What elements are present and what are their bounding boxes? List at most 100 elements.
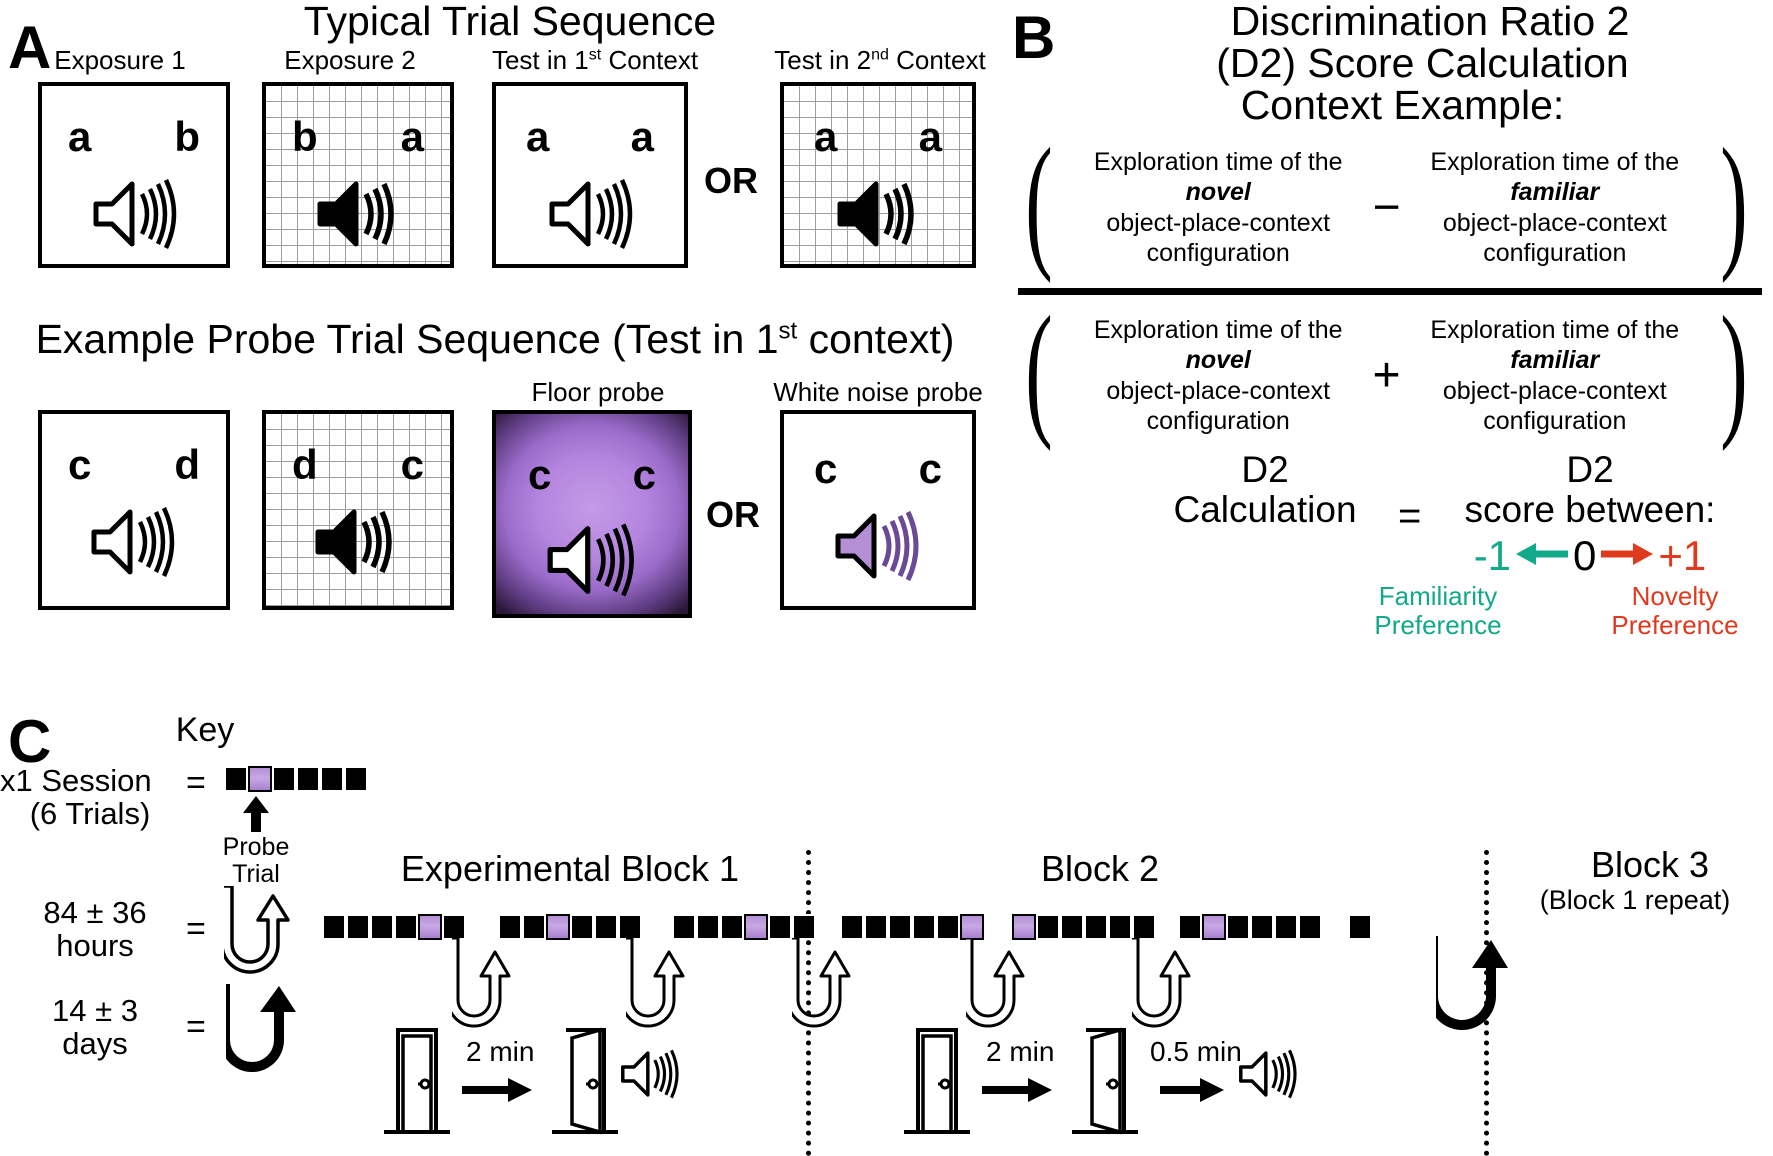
- right-arrow-icon-b2-b: [1160, 1078, 1224, 1107]
- session-row-b2-s2: [1012, 914, 1156, 940]
- d2-score-line1: D2: [1566, 449, 1614, 490]
- object-label-left: a: [526, 113, 550, 160]
- caption-sup: st: [588, 46, 602, 64]
- trial-square: [522, 914, 546, 940]
- arena-caption-test-second-context: Test in 2nd Context: [755, 46, 1005, 75]
- novelty-line1: Novelty: [1631, 581, 1719, 611]
- or-label-top: OR: [704, 160, 758, 201]
- panel-b-title-line3: Context Example:: [1240, 82, 1565, 128]
- right-arrow-icon-b1: [462, 1078, 532, 1107]
- d2-scale-mid: 0: [1573, 532, 1597, 579]
- panel-a-letter: A: [8, 14, 51, 81]
- key-session-line2: (6 Trials): [29, 796, 151, 832]
- or-label-bottom: OR: [706, 494, 760, 535]
- caption-text-pre: Test in 1: [491, 45, 589, 75]
- probe-trial-caption: Probe Trial: [196, 834, 316, 888]
- block-label-1: Experimental Block 1: [400, 848, 740, 889]
- trial-square: [296, 766, 320, 792]
- speaker-filled-icon: [314, 506, 406, 583]
- speaker-outline-icon-b1: [620, 1048, 684, 1105]
- probe-caption-line1: Probe: [222, 833, 290, 861]
- key-label-days: 14 ± 3 days: [20, 994, 170, 1061]
- u-turn-outline-icon-1: [446, 936, 518, 1039]
- trial-square: [344, 766, 368, 792]
- trial-square: [272, 766, 296, 792]
- key-label-session: x1 Session (6 Trials): [0, 764, 180, 831]
- numerator-right-term: Exploration time of the familiar object-…: [1405, 147, 1705, 269]
- subtitle-sup: st: [778, 317, 798, 345]
- trial-square: [1298, 914, 1322, 940]
- u-turn-outline-icon: [220, 884, 294, 981]
- arena-probe-exposure-1: c d: [38, 410, 230, 610]
- term-line-1: Exploration time of the: [1430, 315, 1680, 344]
- object-label-left: d: [292, 441, 318, 488]
- d2-scale-row: -1 0 +1: [1440, 535, 1740, 577]
- term-line-2-emph: novel: [1185, 346, 1251, 374]
- term-line-1: Exploration time of the: [1093, 147, 1343, 176]
- trial-square: [912, 914, 936, 940]
- trial-square: [1274, 914, 1298, 940]
- object-label-right: c: [632, 451, 656, 498]
- panel-a-title: Typical Trial Sequence: [303, 0, 717, 44]
- arena-test-first-context: a a: [492, 82, 688, 268]
- arena-probe-exposure-2: d c: [262, 410, 454, 610]
- session-row-b1-s2: [498, 914, 642, 940]
- object-label-right: b: [174, 113, 200, 160]
- trial-square-probe: [1202, 914, 1226, 940]
- block-label-2: Block 2: [1040, 848, 1160, 889]
- trial-square: [1132, 914, 1156, 940]
- novelty-preference-label: Novelty Preference: [1580, 581, 1770, 641]
- trial-square: [594, 914, 618, 940]
- block-label-3: Block 3: [1590, 844, 1710, 885]
- trial-square-probe: [1012, 914, 1036, 940]
- object-label-left: c: [814, 445, 838, 492]
- trial-square: [1060, 914, 1084, 940]
- trial-square: [370, 914, 394, 940]
- term-line-3: object-place-context: [1106, 376, 1331, 405]
- probe-caption-line2: Trial: [232, 860, 280, 888]
- caption-text-post: Context: [601, 45, 699, 75]
- door-open-icon-b2: [1068, 1024, 1142, 1141]
- timing-label-b2-b: 0.5 min: [1150, 1036, 1242, 1067]
- session-row-b2-s1: [840, 914, 984, 940]
- session-six-trials-icon: [224, 766, 368, 792]
- speaker-filled-icon: [316, 178, 408, 255]
- speaker-outline-icon: [90, 506, 182, 583]
- object-label-left: b: [292, 113, 318, 160]
- d2-scale-max: +1: [1658, 532, 1707, 579]
- session-row-b1-s1: [322, 914, 466, 940]
- object-label-left: a: [814, 113, 838, 160]
- key-equals-session: =: [186, 764, 206, 802]
- object-label-right: d: [174, 441, 200, 488]
- trial-square: [696, 914, 720, 940]
- object-label-left: c: [528, 451, 552, 498]
- open-paren-denominator: (: [1025, 285, 1053, 452]
- trial-square: [1226, 914, 1250, 940]
- key-label-hours: 84 ± 36 hours: [20, 896, 170, 963]
- trial-square-probe: [546, 914, 570, 940]
- key-hours-line1: 84 ± 36: [43, 895, 147, 930]
- term-line-3: object-place-context: [1442, 376, 1667, 405]
- numerator-operator: −: [1372, 180, 1401, 234]
- d2-calc-line1: D2: [1241, 449, 1289, 490]
- timing-label-b2-a: 2 min: [986, 1036, 1055, 1067]
- term-line-2-emph: familiar: [1510, 178, 1600, 206]
- object-label-right: c: [918, 445, 942, 492]
- familiarity-line1: Familiarity: [1378, 581, 1498, 611]
- term-line-3: object-place-context: [1106, 208, 1331, 237]
- object-label-right: a: [918, 113, 942, 160]
- door-closed-icon-b1: [380, 1024, 454, 1141]
- arena-white-noise-probe: c c: [780, 410, 976, 610]
- novelty-line2: Preference: [1611, 610, 1739, 641]
- door-closed-icon-b2: [900, 1024, 974, 1141]
- trial-square: [1084, 914, 1108, 940]
- up-arrow-icon: [240, 796, 272, 837]
- key-days-line1: 14 ± 3: [52, 993, 138, 1028]
- term-line-2-emph: familiar: [1510, 346, 1600, 374]
- speaker-purple-icon: [834, 510, 926, 587]
- d2-numerator: ( Exploration time of the novel object-p…: [1014, 126, 1759, 276]
- trial-square: [672, 914, 696, 940]
- arena-test-second-context: a a: [780, 82, 976, 268]
- trial-square: [840, 914, 864, 940]
- u-turn-outline-icon-4: [960, 936, 1032, 1039]
